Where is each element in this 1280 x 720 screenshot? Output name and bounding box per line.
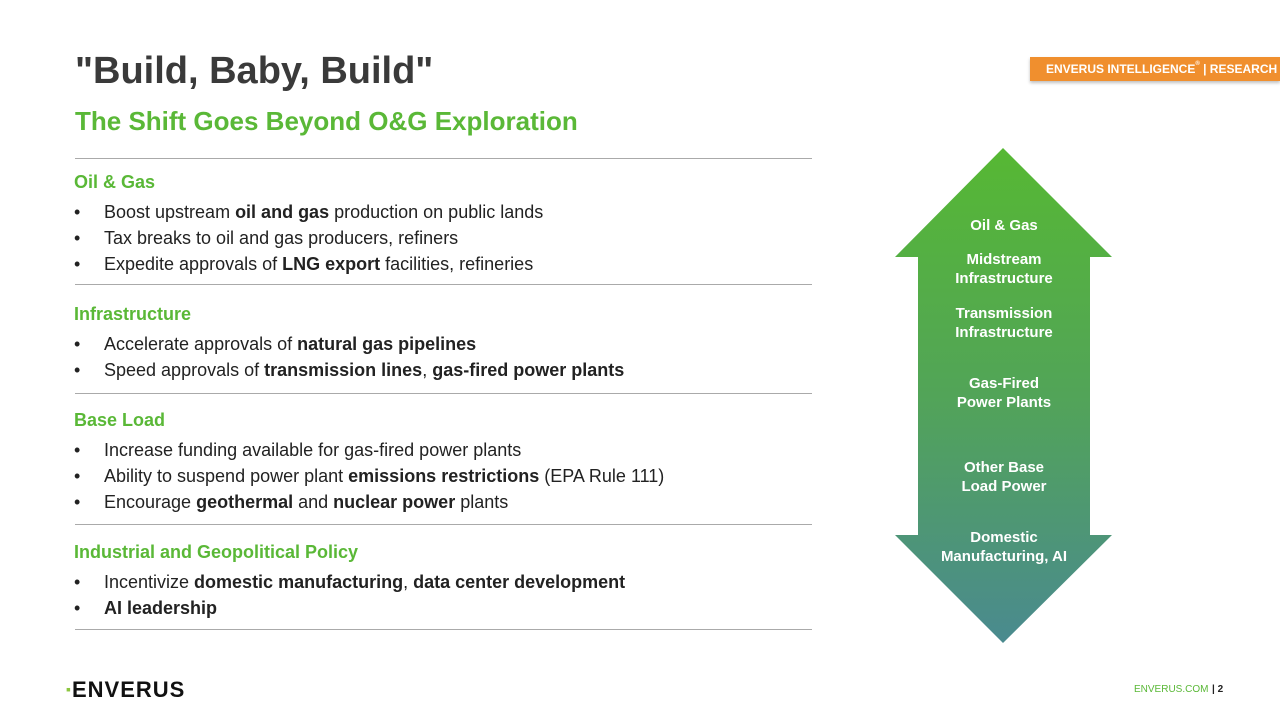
footer-site[interactable]: ENVERUS.COM — [1134, 684, 1209, 695]
text: Incentivize — [104, 572, 195, 592]
page-subtitle: The Shift Goes Beyond O&G Exploration — [75, 106, 578, 136]
bullet-item: Ability to suspend power plant emissions… — [74, 463, 664, 489]
bold-text: geothermal — [196, 492, 294, 512]
text: Ability to suspend power plant — [104, 466, 349, 486]
arrow-label: Gas-Fired Power Plants — [956, 375, 1052, 411]
double-arrow-graphic — [895, 148, 1112, 643]
bold-text: data center development — [413, 572, 626, 592]
bold-text: LNG export — [282, 254, 381, 274]
page-number: | 2 — [1212, 684, 1224, 695]
divider — [75, 393, 812, 394]
section-oil-gas: Oil & GasBoost upstream oil and gas prod… — [74, 172, 543, 277]
badge-research: | RESEARCH — [1199, 62, 1278, 76]
bold-text: nuclear power — [333, 492, 456, 512]
bold-text: oil and gas — [235, 202, 330, 222]
research-badge: ENVERUS INTELLIGENCE® | RESEARCH — [1030, 57, 1280, 81]
section-industrial-policy: Industrial and Geopolitical PolicyIncent… — [74, 542, 625, 621]
bold-text: gas-fired power plants — [432, 360, 625, 380]
bold-text: emissions restrictions — [348, 466, 540, 486]
arrow-label: Other Base Load Power — [961, 459, 1047, 495]
text: Tax breaks to oil and gas producers, ref… — [104, 228, 459, 248]
text: Increase funding available for gas-fired… — [104, 440, 522, 460]
section-heading: Base Load — [74, 410, 166, 430]
enverus-logo: ▪ENVERUS — [66, 677, 185, 703]
bullet-item: Encourage geothermal and nuclear power p… — [74, 489, 664, 515]
bold-text: transmission lines — [264, 360, 423, 380]
bullet-item: Boost upstream oil and gas production on… — [74, 199, 543, 225]
arrow-label: Domestic Manufacturing, AI — [940, 529, 1068, 565]
divider — [75, 629, 812, 630]
arrow-label: Transmission Infrastructure — [955, 305, 1053, 341]
badge-text: ENVERUS INTELLIGENCE — [1046, 62, 1196, 76]
bullet-item: Expedite approvals of LNG export facilit… — [74, 251, 543, 277]
text: and — [293, 492, 334, 512]
text: Speed approvals of — [104, 360, 265, 380]
arrow-label: Oil & Gas — [970, 217, 1038, 234]
section-heading: Infrastructure — [74, 304, 192, 324]
text: Accelerate approvals of — [104, 334, 298, 354]
text: facilities, refineries — [380, 254, 534, 274]
bold-text: natural gas pipelines — [297, 334, 477, 354]
bullet-list: Increase funding available for gas-fired… — [74, 437, 664, 515]
text: plants — [455, 492, 509, 512]
badge-registered: ® — [1195, 61, 1200, 67]
bold-text: AI leadership — [104, 598, 218, 618]
text: Expedite approvals of — [104, 254, 283, 274]
text: Encourage — [104, 492, 197, 512]
divider — [75, 524, 812, 525]
arrow-label: Midstream Infrastructure — [955, 251, 1053, 287]
bullet-item: Tax breaks to oil and gas producers, ref… — [74, 225, 543, 251]
text: , — [403, 572, 414, 592]
bullet-list: Boost upstream oil and gas production on… — [74, 199, 543, 277]
section-heading: Oil & Gas — [74, 172, 156, 192]
text: (EPA Rule 111) — [539, 466, 665, 486]
section-heading: Industrial and Geopolitical Policy — [74, 542, 359, 562]
bullet-list: Incentivize domestic manufacturing, data… — [74, 569, 625, 621]
section-base-load: Base LoadIncrease funding available for … — [74, 410, 664, 515]
section-infrastructure: InfrastructureAccelerate approvals of na… — [74, 304, 624, 383]
bold-text: domestic manufacturing — [194, 572, 404, 592]
page-title: "Build, Baby, Build" — [75, 50, 434, 92]
logo-mark-icon: ▪ — [66, 681, 72, 697]
divider — [75, 158, 812, 159]
text: production on public lands — [329, 202, 544, 222]
bullet-item: Speed approvals of transmission lines, g… — [74, 357, 624, 383]
text: , — [422, 360, 433, 380]
bullet-item: Accelerate approvals of natural gas pipe… — [74, 331, 624, 357]
text: Boost upstream — [104, 202, 236, 222]
bullet-list: Accelerate approvals of natural gas pipe… — [74, 331, 624, 383]
bullet-item: AI leadership — [74, 595, 625, 621]
bullet-item: Increase funding available for gas-fired… — [74, 437, 664, 463]
divider — [75, 284, 812, 285]
bullet-item: Incentivize domestic manufacturing, data… — [74, 569, 625, 595]
logo-text: ENVERUS — [71, 677, 186, 702]
